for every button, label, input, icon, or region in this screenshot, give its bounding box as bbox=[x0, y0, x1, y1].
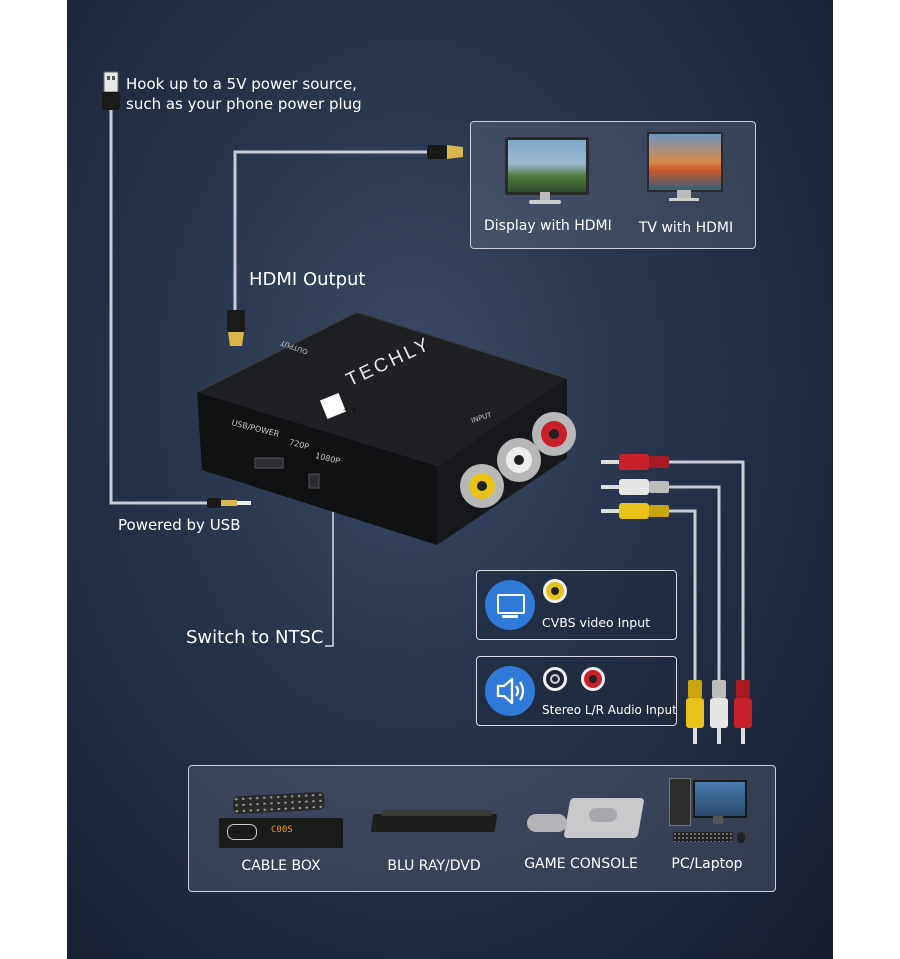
rca-jack-red bbox=[532, 412, 576, 456]
source-label-game-console: GAME CONSOLE bbox=[524, 856, 638, 872]
rca-jack-white bbox=[497, 438, 541, 482]
power-source-line-1: Hook up to a 5V power source, bbox=[126, 75, 357, 93]
cable-box-display: C00S bbox=[271, 825, 293, 835]
rca-yellow-port-icon bbox=[543, 579, 567, 603]
cable-diagram bbox=[102, 71, 752, 744]
source-label-pc: PC/Laptop bbox=[671, 856, 743, 872]
tv-hdmi-label: TV with HDMI bbox=[638, 220, 734, 236]
switch-ntsc-callout: Switch to NTSC bbox=[186, 627, 324, 648]
cable-box-icon: C00S bbox=[219, 788, 345, 850]
rca-plug-white-icon bbox=[601, 479, 669, 495]
barrel-plug-icon bbox=[207, 498, 251, 508]
desktop-pc-icon bbox=[667, 778, 747, 852]
cvbs-input-panel: CVBS video Input bbox=[476, 570, 677, 640]
tv-icon bbox=[647, 132, 723, 204]
hdmi-output-callout: HDMI Output bbox=[249, 269, 366, 290]
rca-jack-yellow bbox=[460, 464, 504, 508]
audio-input-panel: Stereo L/R Audio Input bbox=[476, 656, 677, 726]
hdmi-plug-bottom-icon bbox=[227, 310, 245, 346]
converter-box bbox=[196, 311, 576, 545]
hdmi-plug-top-icon bbox=[427, 145, 463, 159]
display-hdmi-label: Display with HDMI bbox=[484, 218, 612, 234]
rca-plug-red-icon bbox=[601, 454, 669, 470]
bluray-player-icon bbox=[370, 808, 498, 840]
sources-panel: C00S CABLE BOX BLU RAY/DVD GAME CONSOLE … bbox=[188, 765, 776, 892]
rca-plug-vertical-white-icon bbox=[710, 680, 728, 744]
rca-plug-vertical-yellow-icon bbox=[686, 680, 704, 744]
cvbs-label: CVBS video Input bbox=[542, 615, 651, 630]
source-label-bluray: BLU RAY/DVD bbox=[387, 858, 481, 874]
game-console-icon bbox=[527, 794, 645, 846]
powered-by-usb-callout: Powered by USB bbox=[118, 516, 241, 534]
rca-red-cable bbox=[667, 460, 745, 680]
rca-plug-yellow-icon bbox=[601, 503, 669, 519]
power-source-callout: Hook up to a 5V power source, such as yo… bbox=[126, 74, 362, 114]
rca-plug-vertical-red-icon bbox=[734, 680, 752, 744]
rca-white-port-icon bbox=[543, 667, 567, 691]
hdmi-cable bbox=[233, 150, 427, 318]
monitor-icon bbox=[505, 137, 589, 207]
source-label-cable-box: CABLE BOX bbox=[241, 858, 321, 874]
rca-red-port-icon bbox=[581, 667, 605, 691]
power-source-line-2: such as your phone power plug bbox=[126, 95, 362, 113]
rca-white-cable bbox=[667, 485, 721, 680]
usb-cable bbox=[109, 110, 217, 505]
rca-yellow-cable bbox=[667, 509, 697, 680]
usb-plug-icon bbox=[102, 71, 120, 110]
audio-label: Stereo L/R Audio Input bbox=[542, 703, 677, 717]
speaker-icon bbox=[485, 666, 535, 716]
screen-icon bbox=[485, 580, 535, 630]
switch-callout-line bbox=[325, 488, 334, 647]
infographic-canvas: Ty TECHLY OUTPUT INPUT USB/POWER 720P 10… bbox=[67, 0, 833, 959]
hdmi-targets-panel: Display with HDMI TV with HDMI bbox=[470, 121, 756, 249]
